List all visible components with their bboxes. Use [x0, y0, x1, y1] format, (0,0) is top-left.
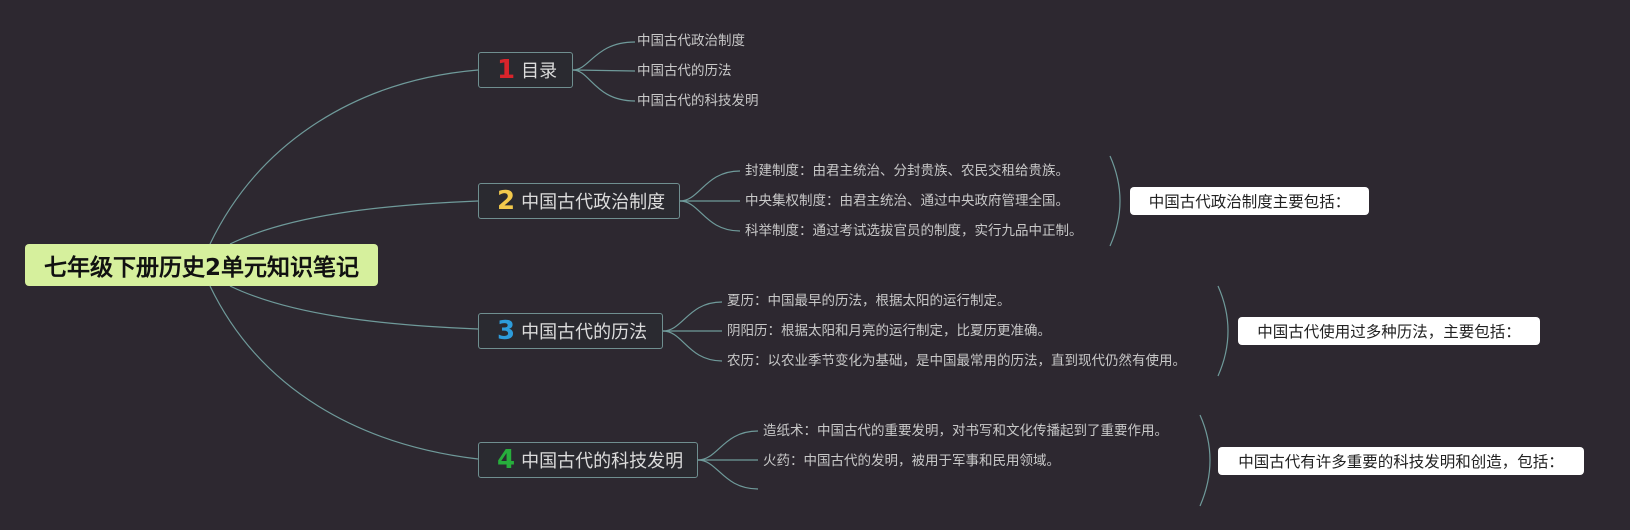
topic-1-number: 1: [497, 55, 516, 85]
topic-2-leaf-2[interactable]: 中央集权制度：由君主统治、通过中央政府管理全国。: [745, 193, 1069, 209]
topic-2-node[interactable]: 2 中国古代政治制度: [478, 183, 680, 219]
connector-t2-leaf-1: [679, 170, 741, 202]
topic-3-leaf-3[interactable]: 农历：以农业季节变化为基础，是中国最常用的历法，直到现代仍然有使用。: [727, 353, 1186, 369]
root-topic[interactable]: 七年级下册历史2单元知识笔记: [25, 244, 378, 286]
topic-3-summary[interactable]: 中国古代使用过多种历法，主要包括：: [1238, 317, 1540, 345]
topic-4-leaf-2[interactable]: 火药：中国古代的发明，被用于军事和民用领域。: [763, 453, 1060, 469]
topic-4-label: 中国古代的科技发明: [521, 451, 684, 472]
topic-1-leaf-3[interactable]: 中国古代的科技发明: [637, 93, 759, 109]
connector-t1-leaf-1: [572, 41, 636, 71]
topic-3-label: 中国古代的历法: [521, 322, 648, 343]
summary-bracket-2: [1109, 155, 1121, 247]
topic-4-node[interactable]: 4 中国古代的科技发明: [478, 442, 698, 478]
connector-t1-leaf-2: [572, 69, 636, 72]
topic-4-number: 4: [497, 445, 516, 475]
topic-2-number: 2: [497, 186, 516, 216]
connector-root-topic-4: [209, 285, 479, 460]
topic-2-leaf-1[interactable]: 封建制度：由君主统治、分封贵族、农民交租给贵族。: [745, 163, 1069, 179]
connector-t2-leaf-3: [679, 200, 741, 232]
connector-t4-leaf-3: [697, 459, 759, 490]
connector-t1-leaf-3: [572, 69, 636, 102]
connector-t3-leaf-3: [662, 330, 723, 362]
topic-2-leaf-3[interactable]: 科举制度：通过考试选拔官员的制度，实行九品中正制。: [745, 223, 1083, 239]
topic-4-leaf-1[interactable]: 造纸术：中国古代的重要发明，对书写和文化传播起到了重要作用。: [763, 423, 1168, 439]
connector-root-topic-1: [209, 69, 479, 245]
topic-1-leaf-1[interactable]: 中国古代政治制度: [637, 33, 745, 49]
topic-1-label: 目录: [521, 61, 558, 82]
connector-t4-leaf-1: [697, 430, 759, 461]
summary-bracket-4: [1199, 414, 1211, 507]
summary-bracket-3: [1217, 285, 1229, 377]
topic-2-summary[interactable]: 中国古代政治制度主要包括：: [1130, 187, 1369, 215]
connector-root-topic-3: [229, 285, 479, 330]
topic-1-leaf-2[interactable]: 中国古代的历法: [637, 63, 732, 79]
topic-3-leaf-1[interactable]: 夏历：中国最早的历法，根据太阳的运行制定。: [727, 293, 1011, 309]
topic-4-summary[interactable]: 中国古代有许多重要的科技发明和创造，包括：: [1218, 447, 1584, 475]
topic-2-label: 中国古代政治制度: [521, 192, 666, 213]
root-title: 七年级下册历史2单元知识笔记: [43, 255, 359, 281]
topic-3-node[interactable]: 3 中国古代的历法: [478, 313, 663, 349]
connector-root-topic-2: [229, 200, 479, 245]
topic-1-node[interactable]: 1 目录: [478, 52, 573, 88]
topic-3-leaf-2[interactable]: 阴阳历：根据太阳和月亮的运行制定，比夏历更准确。: [727, 323, 1051, 339]
connector-t3-leaf-1: [662, 301, 723, 332]
topic-3-number: 3: [497, 316, 516, 346]
